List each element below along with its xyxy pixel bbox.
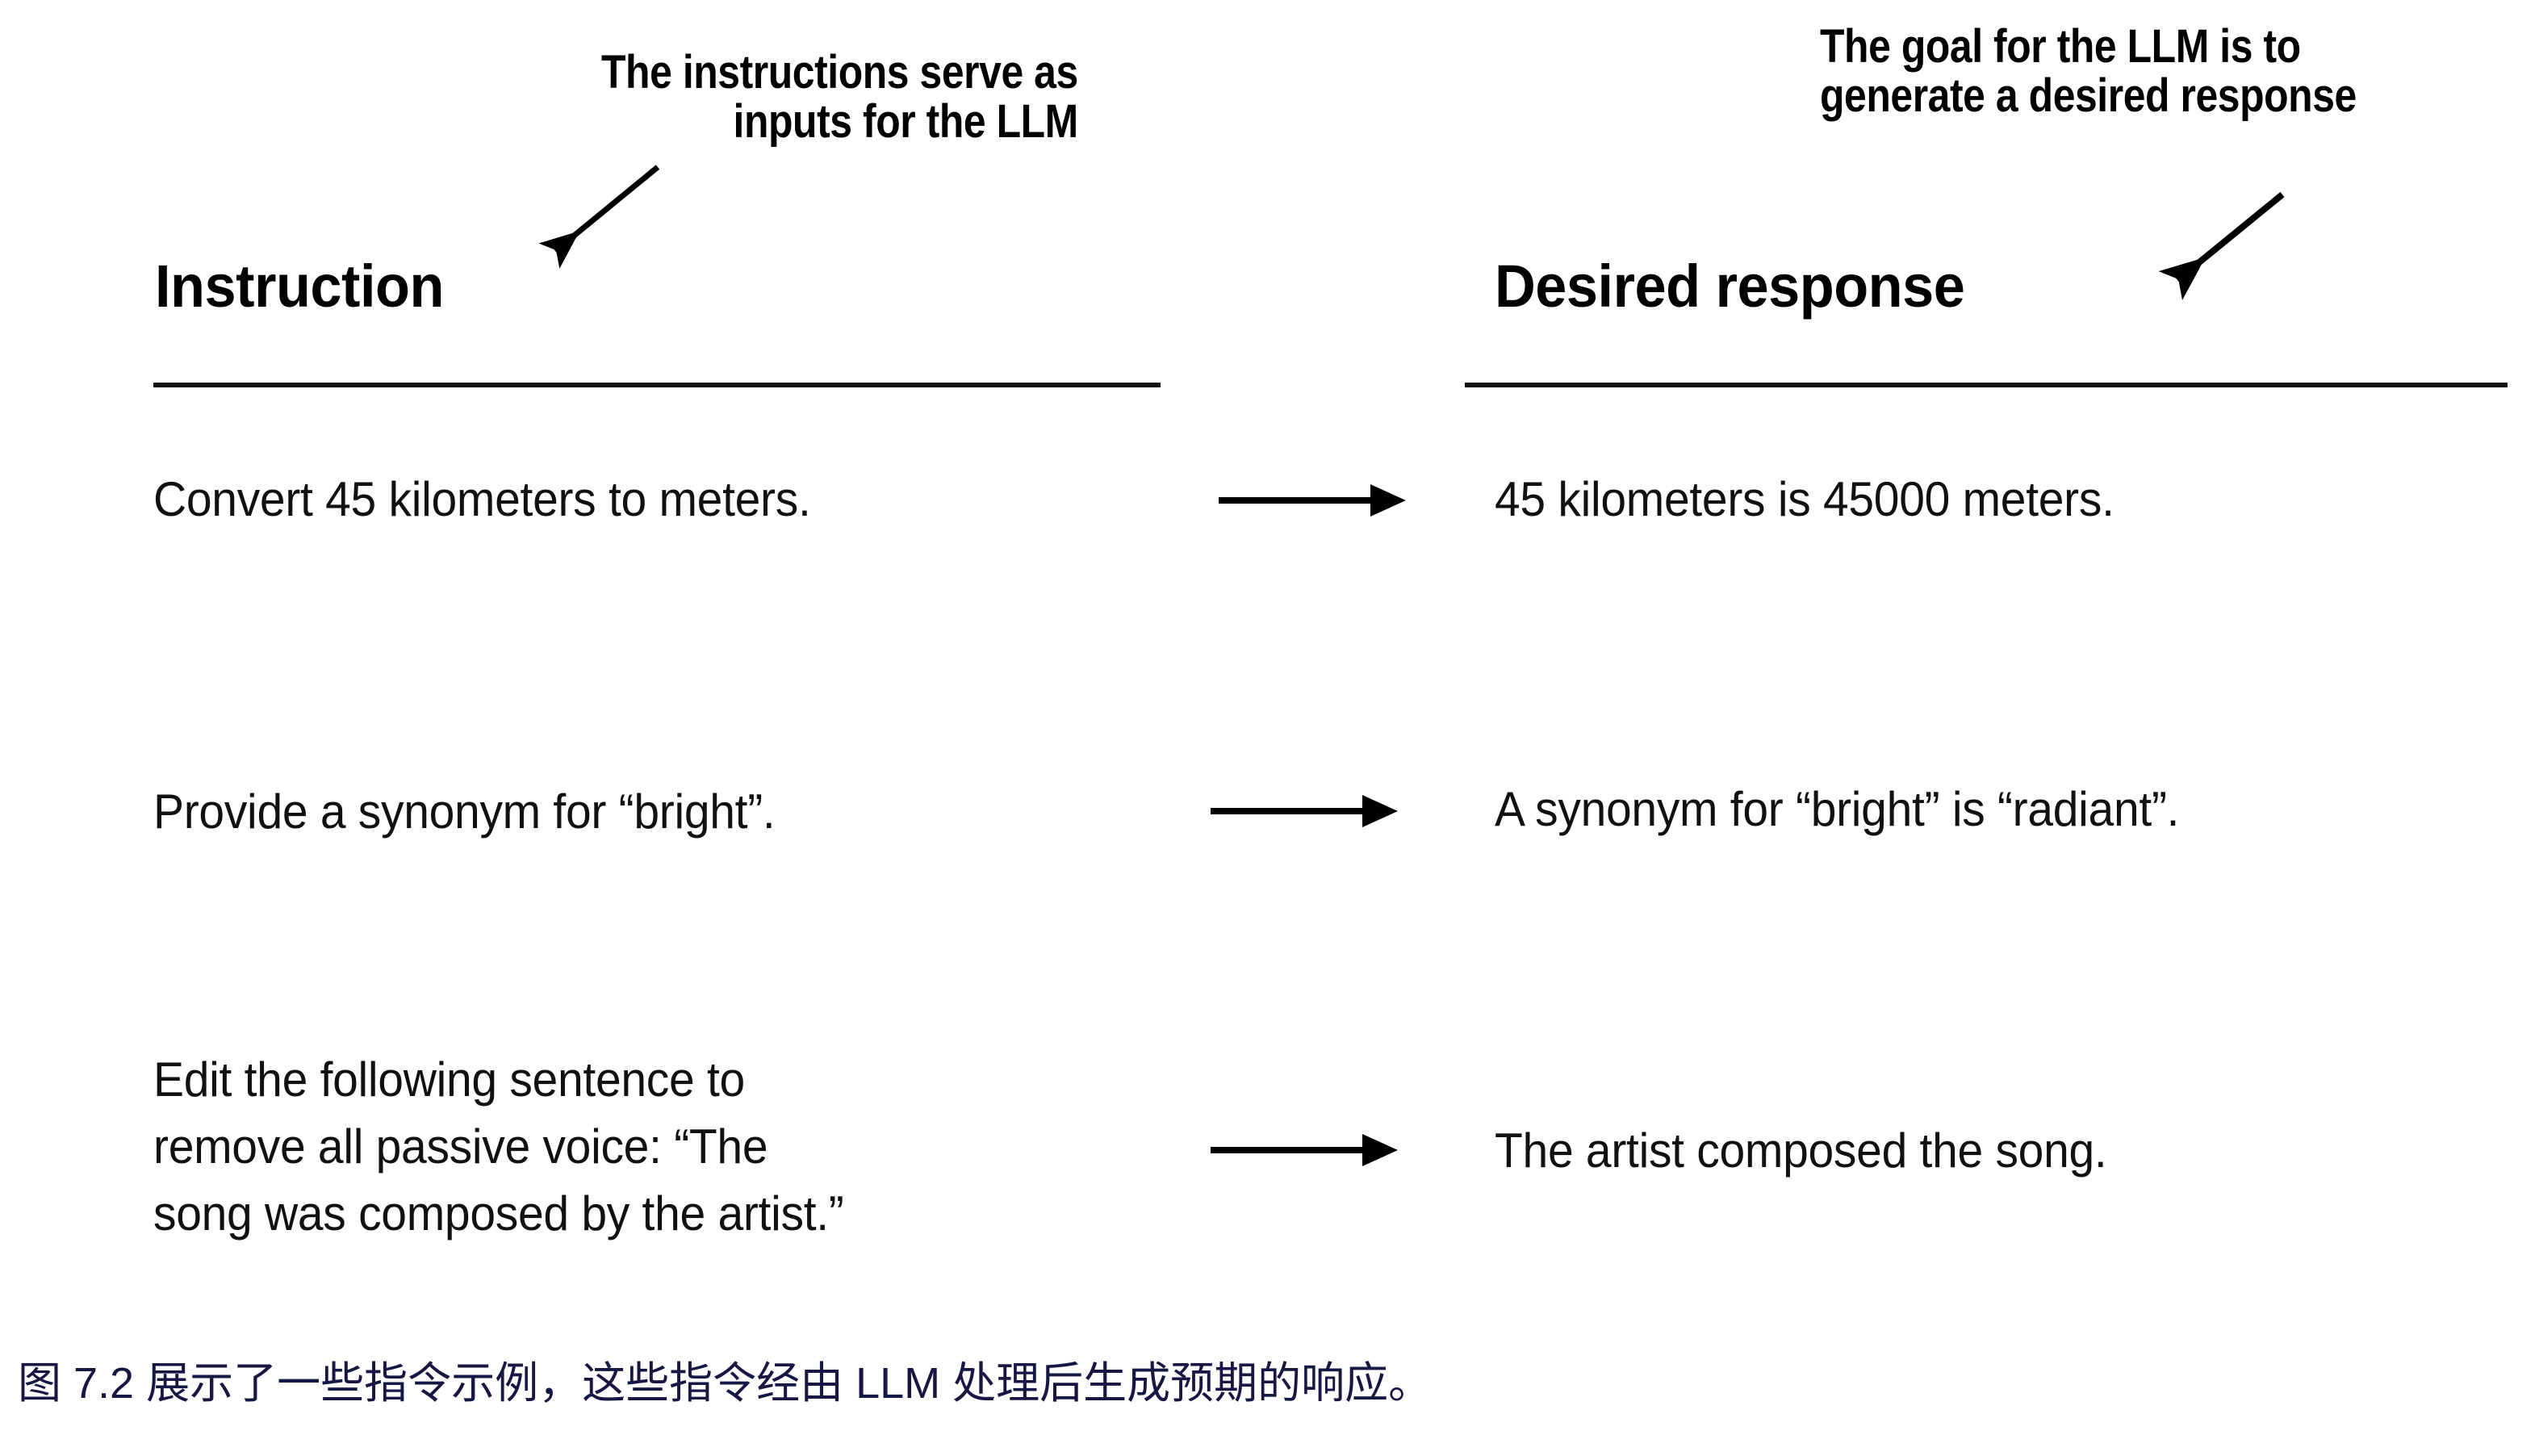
instruction-line: Convert 45 kilometers to meters. [153,472,811,526]
annotation-right: The goal for the LLM is to generate a de… [1820,20,2357,122]
instruction-line: Edit the following sentence to [153,1052,745,1107]
annotation-left-line-1: The instructions serve as [601,46,1078,98]
column-heading-desired-response: Desired response [1495,253,1965,320]
right-arrow-icon [1211,1134,1398,1166]
instruction-line: remove all passive voice: “The [153,1119,768,1174]
annotation-left-line-2: inputs for the LLM [733,94,1079,148]
instruction-cell: Provide a synonym for “bright”. [153,779,1119,846]
annotation-arrow-down-left-icon [2158,191,2285,301]
response-line: A synonym for “bright” is “radiant”. [1495,782,2180,836]
instruction-cell: Convert 45 kilometers to meters. [153,467,1119,533]
right-arrow-icon [1219,484,1406,517]
column-heading-instruction: Instruction [155,253,444,320]
annotation-right-line-2: generate a desired response [1820,69,2357,122]
right-arrow-icon [1211,795,1398,827]
desired-response-cell: The artist composed the song. [1495,1118,2484,1185]
instruction-line: Provide a synonym for “bright”. [153,784,776,839]
desired-response-cell: 45 kilometers is 45000 meters. [1495,467,2484,533]
desired-response-column-divider [1465,383,2508,387]
instruction-column-divider [153,383,1161,387]
figure-caption: 图 7.2 展示了一些指令示例，这些指令经由 LLM 处理后生成预期的响应。 [18,1359,1433,1408]
instruction-cell: Edit the following sentence to remove al… [153,1047,1119,1247]
annotation-arrow-down-left-icon [538,165,660,269]
instruction-line: song was composed by the artist.” [153,1186,844,1241]
response-line: 45 kilometers is 45000 meters. [1495,472,2114,526]
desired-response-cell: A synonym for “bright” is “radiant”. [1495,776,2484,843]
response-line: The artist composed the song. [1495,1123,2107,1178]
annotation-right-line-1: The goal for the LLM is to [1820,20,2301,73]
annotation-left: The instructions serve as inputs for the… [601,48,1078,147]
